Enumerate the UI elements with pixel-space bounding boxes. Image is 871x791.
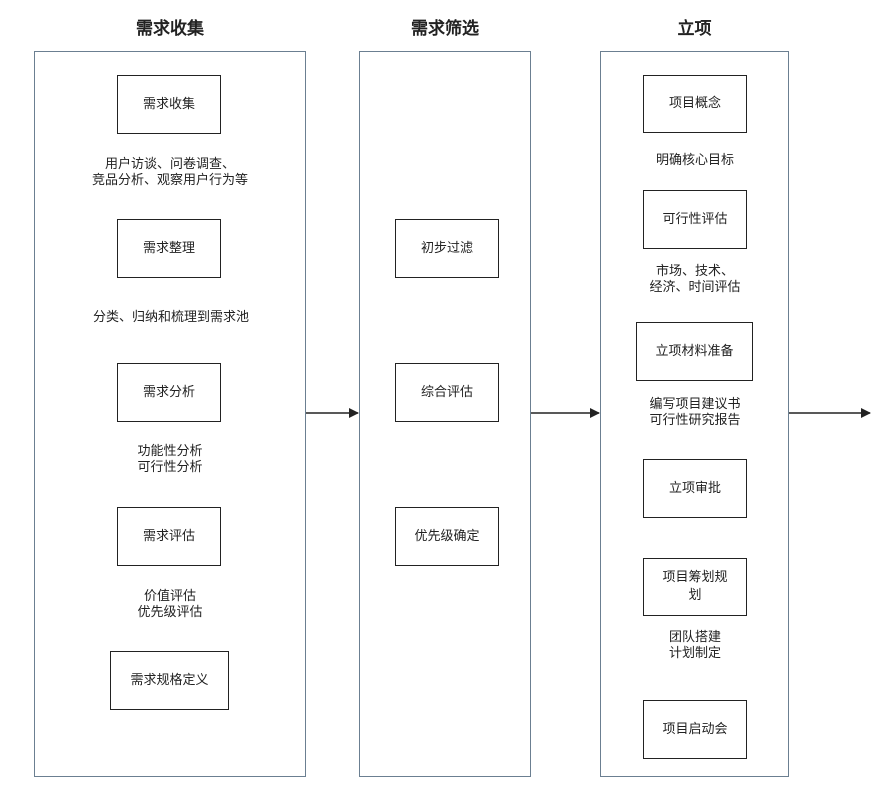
node-analyze: 需求分析 <box>117 363 221 422</box>
edge-label-line: 可行性分析 <box>137 460 203 475</box>
edge-label-line: 计划制定 <box>668 646 722 661</box>
node-priority-label: 优先级确定 <box>414 528 480 544</box>
node-organize: 需求整理 <box>117 219 221 278</box>
node-approval: 立项审批 <box>643 459 747 518</box>
edge-label-collect-organize: 用户访谈、问卷调查、 竞品分析、观察用户行为等 <box>91 157 249 189</box>
node-organize-label: 需求整理 <box>142 240 195 256</box>
node-concept: 项目概念 <box>643 75 747 133</box>
node-feasibility-label: 可行性评估 <box>662 211 728 227</box>
node-materials: 立项材料准备 <box>636 322 753 381</box>
lane-title-filter: 需求筛选 <box>411 19 479 39</box>
edge-label-line: 明确核心目标 <box>655 153 735 168</box>
edge-label-line: 用户访谈、问卷调查、 <box>104 157 236 172</box>
edge-label-planning-kickoff: 团队搭建 计划制定 <box>668 630 722 662</box>
node-assess-label: 综合评估 <box>420 384 473 400</box>
edge-label-materials-approval: 编写项目建议书 可行性研究报告 <box>649 397 741 429</box>
edge-label-line: 竞品分析、观察用户行为等 <box>91 173 249 188</box>
edge-label-line: 价值评估 <box>143 589 197 604</box>
node-concept-label: 项目概念 <box>668 96 721 111</box>
edge-label-line: 团队搭建 <box>668 630 722 645</box>
edge-label-line: 经济、时间评估 <box>649 280 741 295</box>
node-materials-label: 立项材料准备 <box>655 343 734 359</box>
edge-label-evaluate-spec: 价值评估 优先级评估 <box>137 589 203 621</box>
node-kickoff: 项目启动会 <box>643 700 747 759</box>
node-feasibility: 可行性评估 <box>643 190 747 249</box>
edge-label-line: 编写项目建议书 <box>649 397 741 412</box>
edge-label-line: 可行性研究报告 <box>649 413 741 428</box>
node-kickoff-label: 项目启动会 <box>662 721 728 737</box>
edge-label-concept-feasibility: 明确核心目标 <box>655 153 735 169</box>
edge-label-organize-analyze: 分类、归纳和梳理到需求池 <box>92 310 250 326</box>
node-evaluate: 需求评估 <box>117 507 221 566</box>
edge-label-line: 优先级评估 <box>137 605 203 620</box>
node-approval-label: 立项审批 <box>668 480 721 496</box>
node-collect: 需求收集 <box>117 75 221 134</box>
node-planning-label: 项目筹划规划 <box>662 570 728 603</box>
edge-label-line: 功能性分析 <box>137 444 203 459</box>
node-assess: 综合评估 <box>395 363 499 422</box>
edge-label-feasibility-materials: 市场、技术、 经济、时间评估 <box>649 264 741 296</box>
edge-label-line: 分类、归纳和梳理到需求池 <box>92 310 250 325</box>
node-evaluate-label: 需求评估 <box>142 528 195 544</box>
node-collect-label: 需求收集 <box>142 96 195 112</box>
node-spec-label: 需求规格定义 <box>130 672 209 688</box>
edge-label-analyze-evaluate: 功能性分析 可行性分析 <box>137 444 203 476</box>
node-prefilter: 初步过滤 <box>395 219 499 278</box>
node-prefilter-label: 初步过滤 <box>420 240 473 256</box>
node-priority: 优先级确定 <box>395 507 499 566</box>
edge-label-line: 市场、技术、 <box>655 264 735 279</box>
lane-title-collect: 需求收集 <box>136 19 204 39</box>
lane-title-project: 立项 <box>677 19 712 39</box>
node-analyze-label: 需求分析 <box>142 384 195 400</box>
node-planning: 项目筹划规划 <box>643 558 747 616</box>
node-spec: 需求规格定义 <box>110 651 229 710</box>
